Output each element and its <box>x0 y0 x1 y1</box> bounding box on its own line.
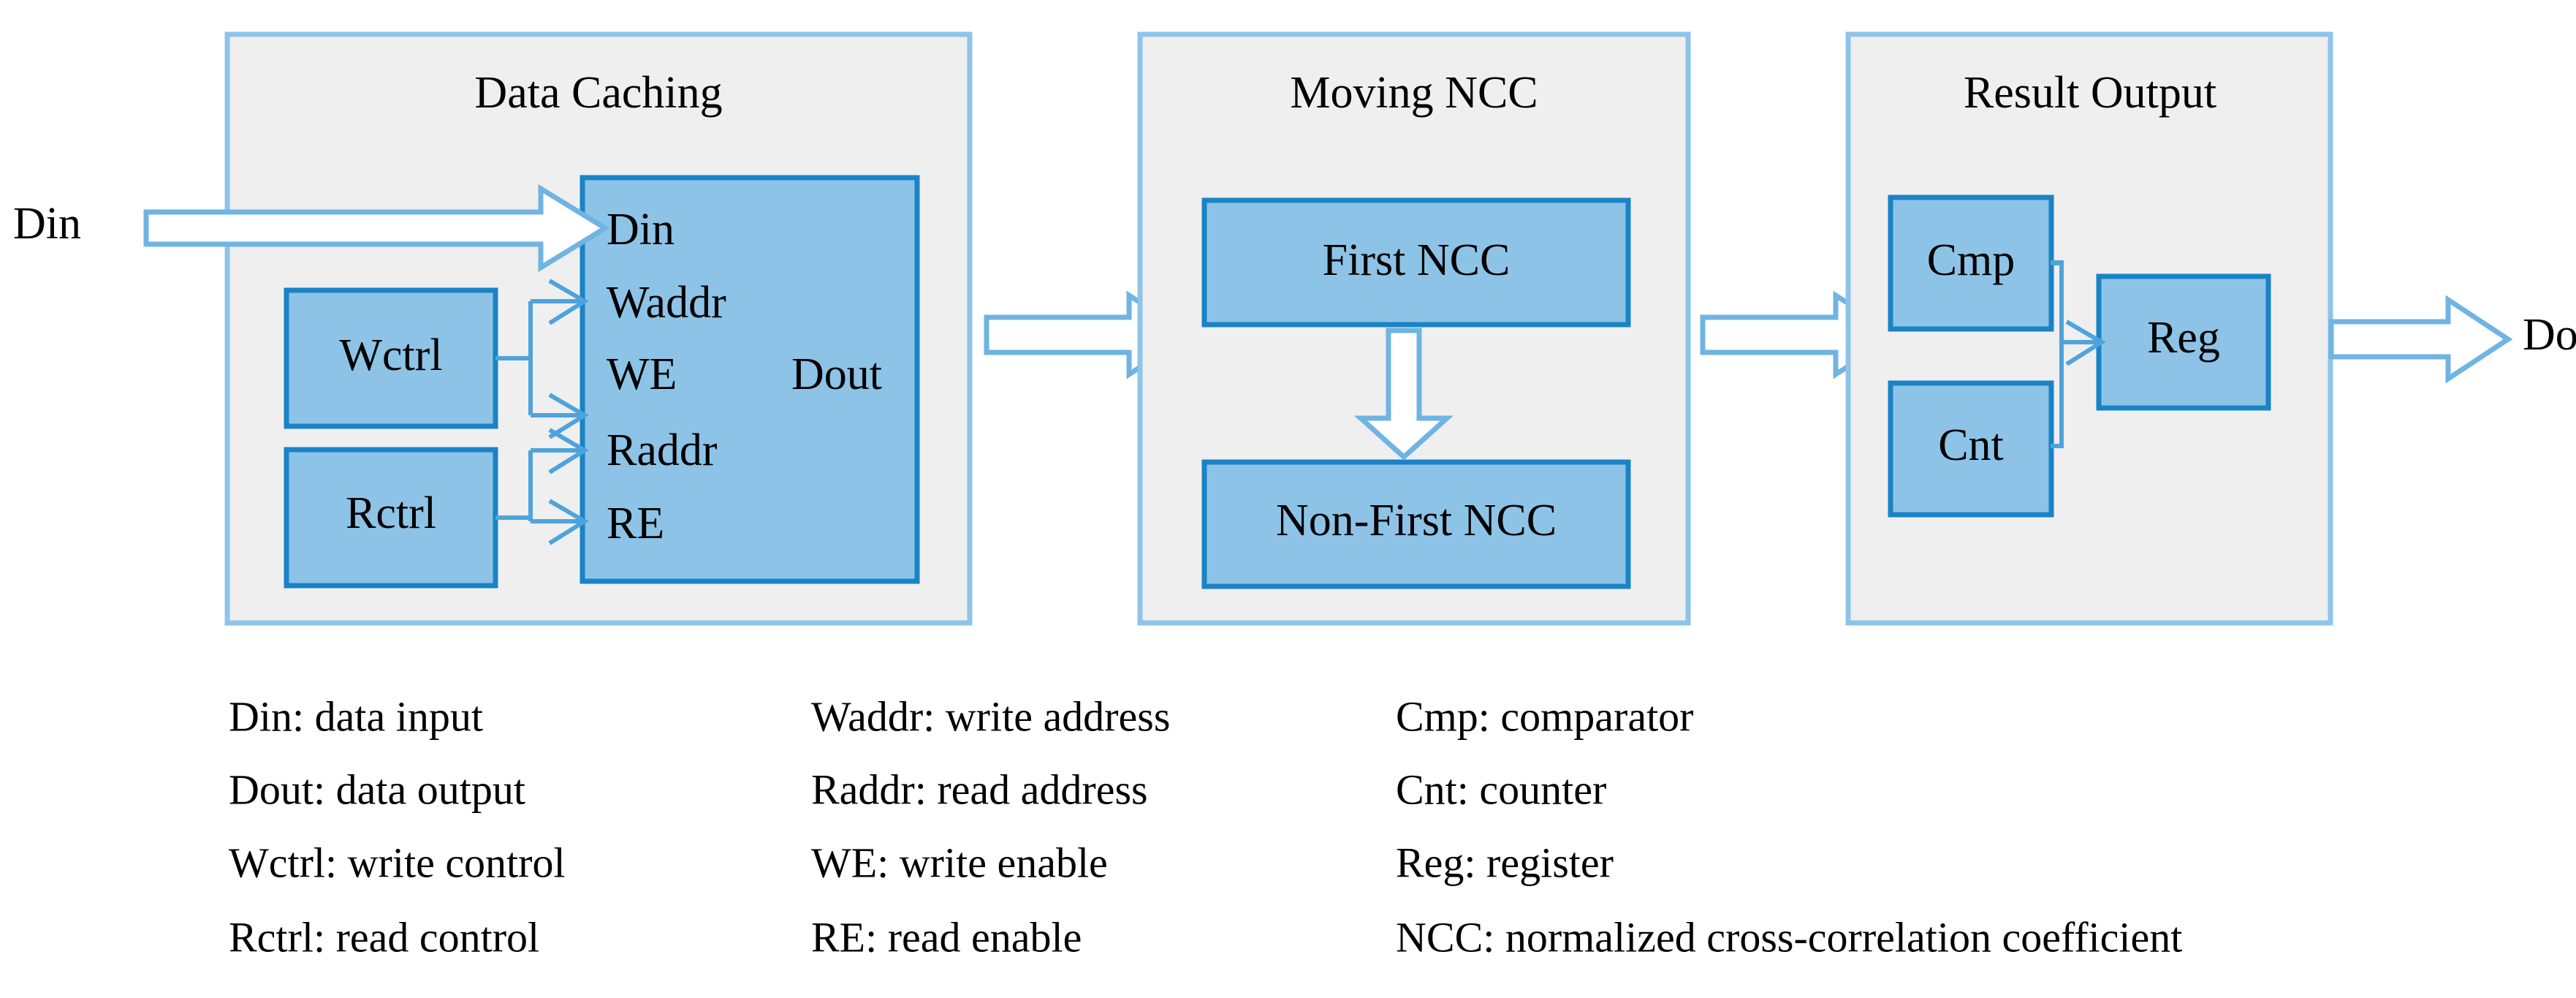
wctrl-connector <box>495 279 589 439</box>
din-input-label: Din <box>13 199 81 249</box>
cmp-label: Cmp <box>1927 235 2015 285</box>
memory-port-din: Din <box>607 205 675 254</box>
non-first-ncc-block <box>1201 459 1631 589</box>
rctrl-block <box>284 447 498 589</box>
legend-item-reg: Reg: register <box>1396 839 1614 886</box>
wctrl-label: Wctrl <box>339 330 442 380</box>
memory-port-raddr: Raddr <box>607 426 718 475</box>
memory-port-re: RE <box>607 499 664 548</box>
rctrl-connector <box>495 428 589 545</box>
cmp-cnt-merge-connector <box>2051 260 2106 448</box>
memory-port-we: WE <box>607 349 677 399</box>
legend-item-ncc: NCC: normalized cross-correlation coeffi… <box>1396 913 2182 961</box>
legend-item-waddr: Waddr: write address <box>811 692 1170 740</box>
legend-item-rctrl: Rctrl: read control <box>229 913 539 961</box>
first-to-non-first-arrow <box>1353 328 1454 461</box>
legend: Din: data input Dout: data output Wctrl:… <box>229 692 2182 961</box>
memory-port-dout: Dout <box>791 349 882 399</box>
legend-item-din: Din: data input <box>229 692 483 740</box>
memory-block <box>580 175 920 584</box>
panel-data-caching-title: Data Caching <box>474 68 722 118</box>
cmp-block <box>1888 194 2054 332</box>
legend-item-cnt: Cnt: counter <box>1396 765 1606 813</box>
non-first-ncc-label: Non-First NCC <box>1276 496 1557 545</box>
rctrl-label: Rctrl <box>346 488 436 538</box>
memory-port-waddr: Waddr <box>607 278 726 328</box>
legend-item-we: WE: write enable <box>811 839 1108 886</box>
cnt-label: Cnt <box>1938 420 2004 470</box>
legend-item-raddr: Raddr: read address <box>811 765 1148 813</box>
dout-output-label: Dout <box>2523 310 2576 360</box>
dout-output-arrow <box>2328 295 2513 384</box>
first-ncc-label: First NCC <box>1323 235 1511 285</box>
legend-item-dout: Dout: data output <box>229 765 525 813</box>
first-ncc-block <box>1201 197 1631 328</box>
legend-item-cmp: Cmp: comparator <box>1396 692 1694 740</box>
panel-result-output-title: Result Output <box>1964 68 2216 118</box>
legend-item-wctrl: Wctrl: write control <box>229 839 566 886</box>
wctrl-block <box>284 287 498 429</box>
panel-moving-ncc-title: Moving NCC <box>1290 68 1538 118</box>
cnt-block <box>1888 380 2054 518</box>
din-input-arrow <box>143 184 610 273</box>
reg-label: Reg <box>2147 313 2220 363</box>
legend-item-re: RE: read enable <box>811 913 1082 961</box>
